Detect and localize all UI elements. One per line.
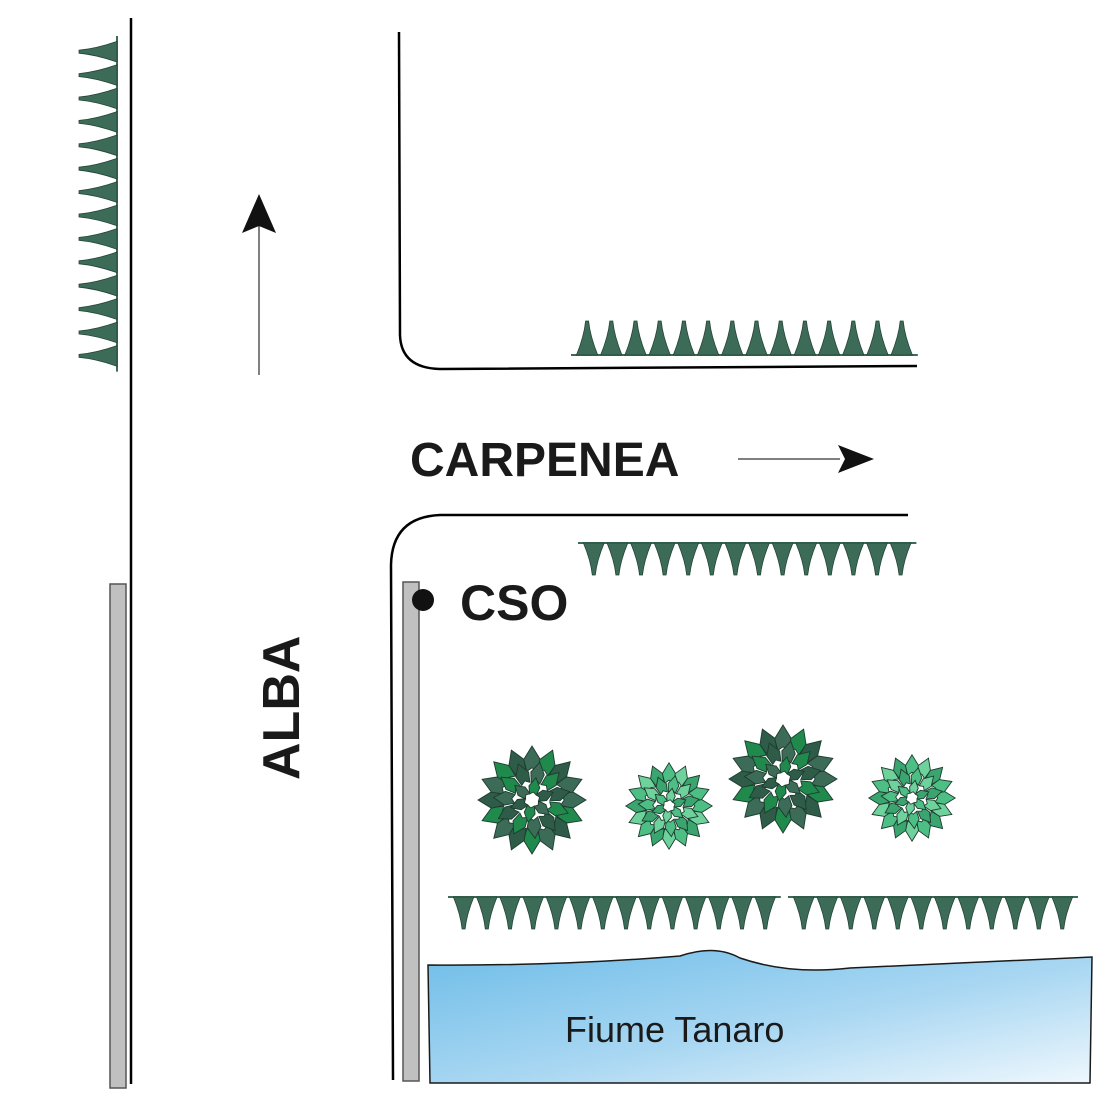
tree-canopy-icon xyxy=(624,761,714,851)
hedge-icon xyxy=(571,320,918,356)
arrow-right-icon xyxy=(738,445,874,473)
road-edge-lower xyxy=(389,513,908,1081)
dot-marker-icon xyxy=(412,589,434,611)
road-label-alba: ALBA xyxy=(253,636,311,780)
hedge-icon xyxy=(578,542,917,576)
arrow-up-icon xyxy=(242,194,276,375)
hedge-icon xyxy=(78,36,118,372)
road-label-carpenea: CARPENEA xyxy=(410,434,679,487)
river-label: Fiume Tanaro xyxy=(565,1009,784,1050)
tree-canopy-icon xyxy=(728,724,838,834)
wall-left xyxy=(109,583,127,1089)
tree-canopy-icon xyxy=(477,745,587,855)
river-tanaro xyxy=(427,949,1093,1084)
cso-label: CSO xyxy=(460,575,568,631)
hedge-icon xyxy=(788,896,1078,930)
tree-canopy-icon xyxy=(867,753,957,843)
road-edge-upper xyxy=(397,31,918,371)
hedge-icon xyxy=(448,896,781,930)
wall-right xyxy=(402,581,420,1082)
